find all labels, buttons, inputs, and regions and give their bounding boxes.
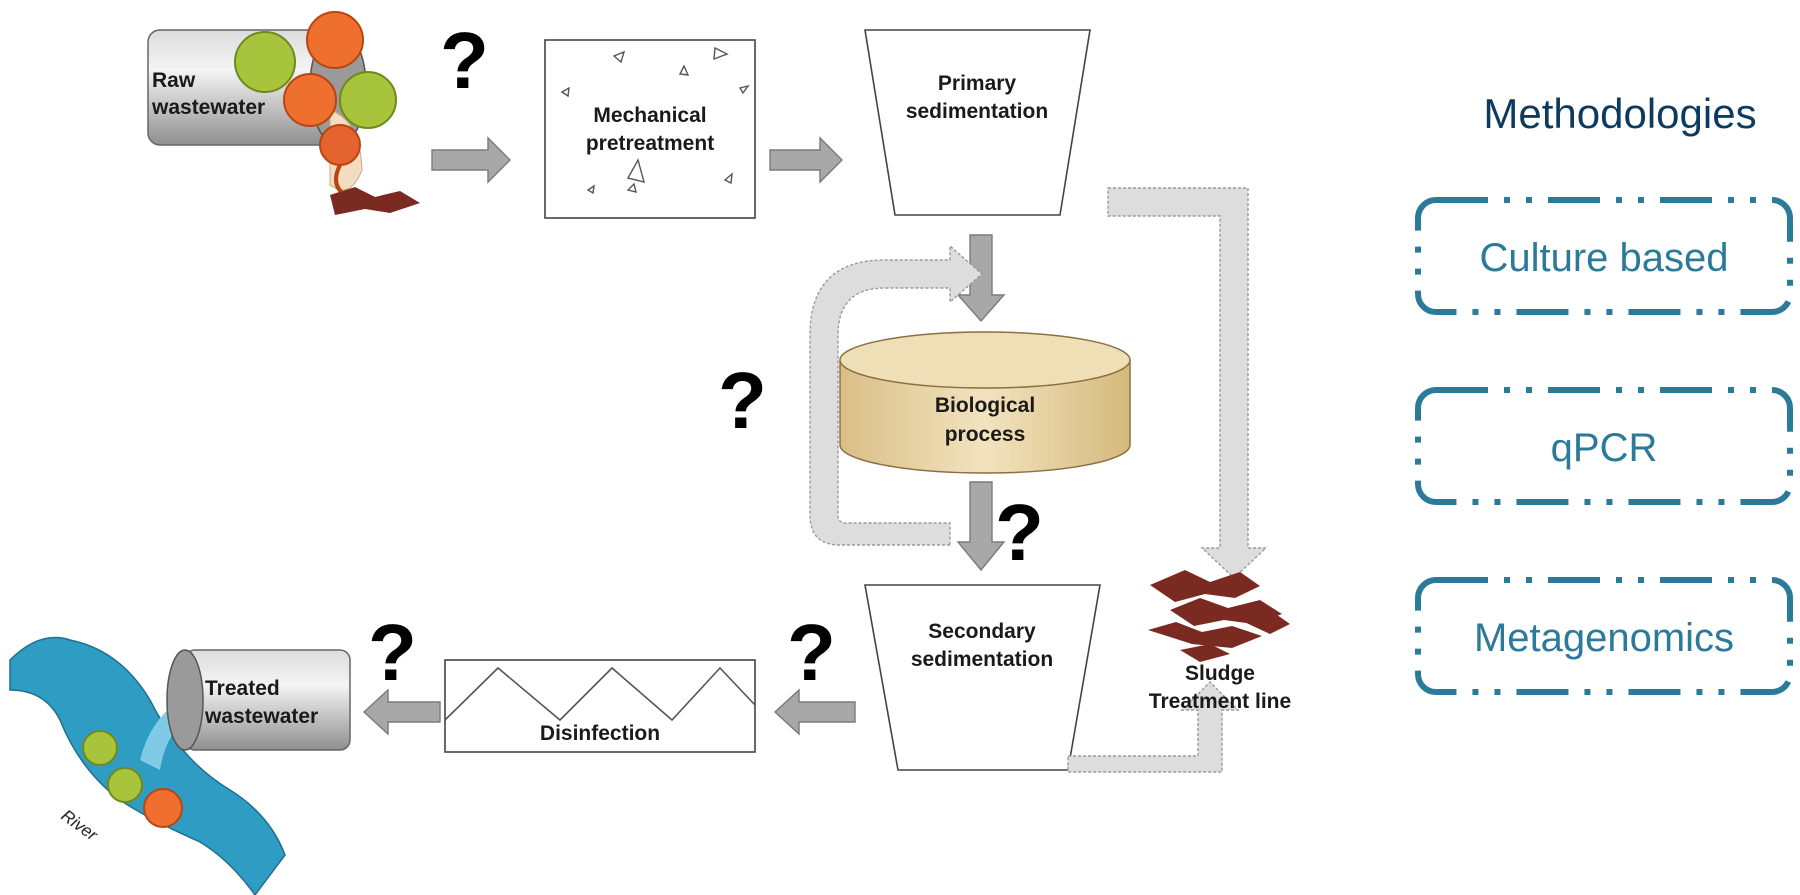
secondary-sedimentation-tank: Secondary sedimentation — [864, 584, 1101, 771]
raw-sludge-icon — [330, 187, 420, 215]
sludge-icon — [1148, 570, 1290, 662]
arrow-mechanical-to-primary — [769, 136, 843, 184]
question-mark-raw: ? — [440, 16, 489, 105]
methodologies-title: Methodologies — [1483, 90, 1756, 137]
arrow-disinfection-to-treated — [362, 688, 441, 736]
methodologies-panel: Methodologies Culture based qPCR Metagen… — [1415, 90, 1793, 695]
primary-sedimentation-tank: Primary sedimentation — [864, 29, 1091, 216]
arrow-raw-to-mechanical — [431, 136, 511, 184]
river-illustration: River — [9, 636, 286, 895]
raw-wastewater-label-2: wastewater — [151, 96, 265, 119]
sludge-treatment: Sludge Treatment line — [1148, 570, 1291, 713]
mechanical-label-1: Mechanical — [593, 104, 706, 127]
methodology-qpcr-label: qPCR — [1551, 426, 1658, 470]
question-mark-biological: ? — [995, 488, 1044, 577]
treated-wastewater-pipe: Treated wastewater — [166, 649, 351, 751]
arrow-recirculation — [809, 244, 984, 546]
river-shape — [9, 636, 286, 895]
sludge-label-1: Sludge — [1185, 662, 1255, 685]
microbe-icon — [234, 11, 397, 197]
treated-label-1: Treated — [205, 677, 280, 700]
biological-process-tank: Biological process — [839, 331, 1131, 474]
methodology-metagenomics-label: Metagenomics — [1474, 616, 1734, 660]
debris-icon — [560, 46, 750, 195]
biological-label-1: Biological — [935, 394, 1035, 417]
question-mark-disinfection: ? — [368, 608, 417, 697]
secondary-label-2: sedimentation — [911, 648, 1053, 671]
biological-label-2: process — [945, 423, 1026, 446]
arrow-secondary-to-sludge — [1067, 681, 1240, 773]
primary-label-2: sedimentation — [906, 100, 1048, 123]
question-mark-recirculation: ? — [718, 356, 767, 445]
methodology-culture-label: Culture based — [1479, 236, 1728, 280]
mechanical-label-2: pretreatment — [586, 132, 714, 155]
arrow-secondary-to-disinfection — [773, 688, 856, 736]
sludge-label-2: Treatment line — [1149, 690, 1291, 713]
mechanical-pretreatment-box: Mechanical pretreatment — [544, 39, 756, 219]
river-label: River — [58, 806, 102, 845]
microbe-icon — [82, 730, 183, 828]
raw-wastewater-label-1: Raw — [152, 69, 196, 92]
arrow-primary-to-biological — [956, 234, 1006, 323]
disinfection-label: Disinfection — [540, 722, 660, 745]
arrow-biological-to-secondary — [956, 481, 1006, 572]
treated-label-2: wastewater — [204, 705, 318, 728]
disinfection-box: Disinfection — [444, 659, 756, 753]
question-mark-secondary: ? — [787, 608, 836, 697]
arrow-primary-to-sludge — [1107, 187, 1268, 579]
secondary-label-1: Secondary — [928, 620, 1036, 643]
primary-label-1: Primary — [938, 72, 1017, 95]
raw-wastewater-illustration: Raw wastewater — [147, 11, 420, 215]
